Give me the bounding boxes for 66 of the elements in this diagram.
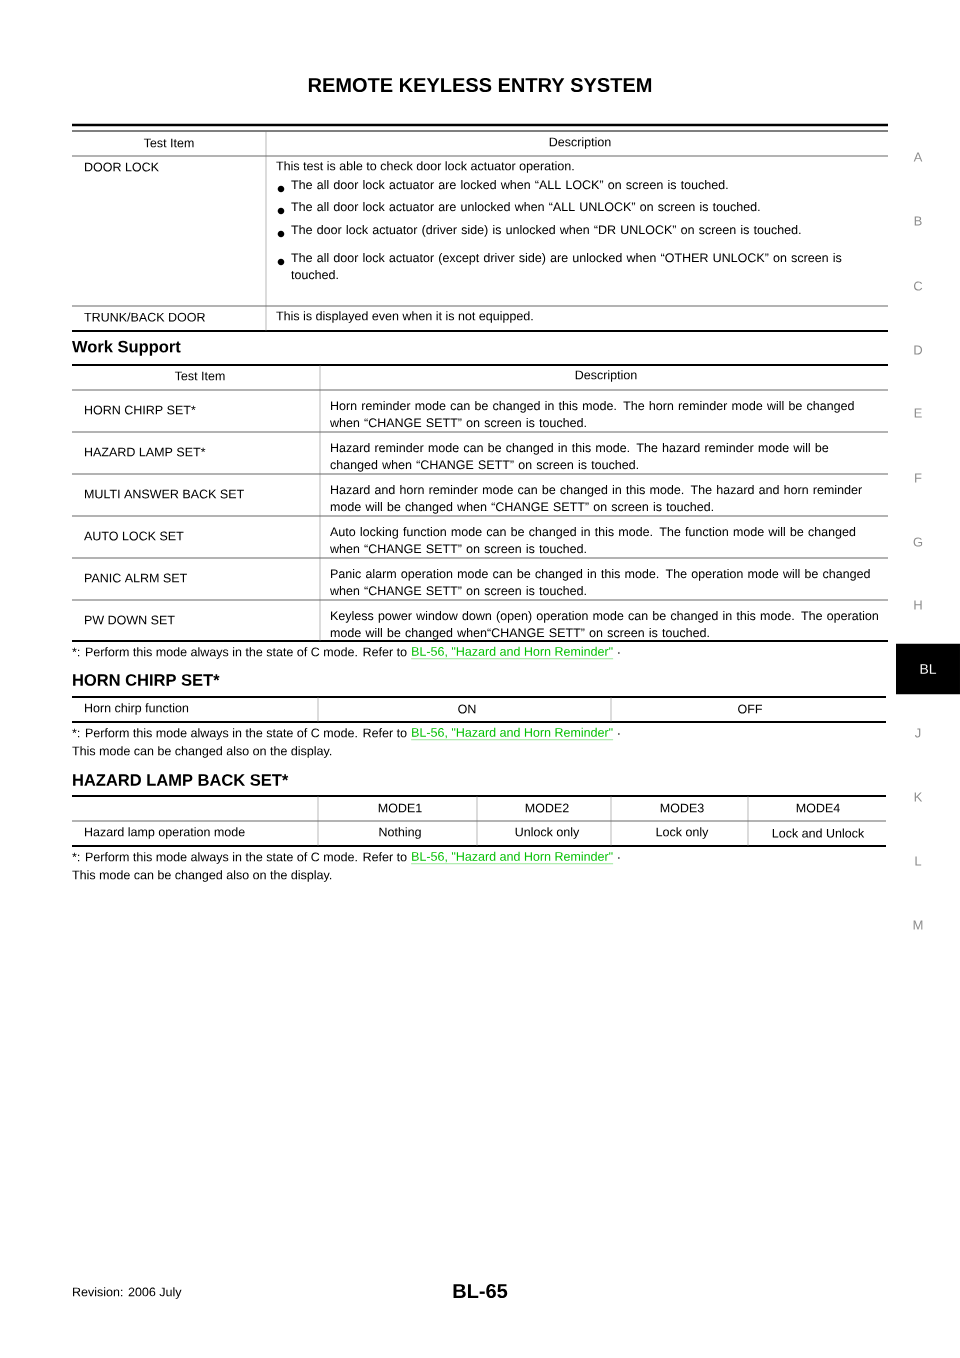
table-cell: MULTI ANSWER BACK SET <box>85 489 244 499</box>
column-header: MODE1 <box>378 803 422 813</box>
column-header: Test Item <box>174 371 225 381</box>
side-tab-letter: B <box>914 216 922 226</box>
table-cell: Horn reminder mode can be changed in this mode. The horn reminder mode will be changed when “CHANGE SETT” on screen is touched. <box>330 401 854 428</box>
side-tab-letter: C <box>913 281 923 291</box>
side-tab-letter: A <box>913 152 923 162</box>
side-tab-letter: H <box>914 600 922 610</box>
table-cell: The all door lock actuator are locked when “ALL LOCK” on screen is touched. <box>291 180 728 190</box>
link: BL-56, "Hazard and Horn Reminder" <box>410 646 614 659</box>
table-cell: Hazard lamp operation mode <box>85 827 245 839</box>
table-cell: HORN CHIRP SET* <box>85 405 196 415</box>
table-cell: The door lock actuator (driver side) is unlocked when “DR UNLOCK” on screen is touched. <box>291 225 801 237</box>
footnote: *: Perform this mode always in the state of C mode. Refer to <box>72 647 407 659</box>
side-tab: BL <box>896 643 960 695</box>
side-tab-letter: M <box>913 920 923 930</box>
table-cell: This is displayed even when it is not equipped. <box>276 311 533 323</box>
table-cell: This test is able to check door lock actuator operation. <box>276 161 574 173</box>
table-cell: ON <box>458 704 476 714</box>
side-tab-letter: F <box>915 473 922 483</box>
column-header: MODE4 <box>796 803 840 813</box>
column-header: MODE2 <box>525 803 569 813</box>
table-cell: DOOR LOCK <box>85 162 159 172</box>
table-cell: Nothing <box>379 827 421 839</box>
footnote: *: Perform this mode always in the state of C mode. Refer to <box>72 728 407 740</box>
link: BL-56, "Hazard and Horn Reminder" <box>410 727 614 740</box>
note-text: This mode can be changed also on the display. <box>72 746 332 758</box>
section-heading: HORN CHIRP SET* <box>73 674 220 686</box>
note-text: This mode can be changed also on the display. <box>72 870 332 882</box>
side-tab-letter: G <box>913 537 923 547</box>
table-cell: OFF <box>738 704 762 714</box>
side-tab-letter: J <box>914 728 921 738</box>
section-heading: HAZARD LAMP BACK SET* <box>73 774 289 786</box>
table-cell: PANIC ALRM SET <box>85 573 187 583</box>
side-tab-letter: L <box>915 856 922 866</box>
table-cell: The all door lock actuator (except driver side) are unlocked when “OTHER UNLOCK” on screen is touched. <box>291 253 842 280</box>
page-title: REMOTE KEYLESS ENTRY SYSTEM <box>308 77 652 93</box>
column-header: Description <box>549 137 611 149</box>
footnote: . <box>618 857 620 859</box>
side-tab-letter: K <box>914 792 923 802</box>
table-cell: Lock and Unlock <box>772 828 865 838</box>
column-header: MODE3 <box>660 803 704 813</box>
footnote: . <box>618 733 620 735</box>
table-cell: Hazard reminder mode can be changed in this mode. The hazard reminder mode will be changed when “CHANGE SETT” on screen is touched. <box>330 443 829 472</box>
table-cell: Horn chirp function <box>85 703 189 715</box>
revision-note: Revision: 2006 July <box>73 1287 182 1299</box>
table-cell: Unlock only <box>515 827 580 839</box>
table-cell: The all door lock actuator are unlocked when “ALL UNLOCK” on screen is touched. <box>291 202 760 212</box>
table-cell: HAZARD LAMP SET* <box>85 447 206 457</box>
table-cell: TRUNK/BACK DOOR <box>84 312 205 322</box>
table-cell: Keyless power window down (open) operation mode can be changed in this mode. The operation mode will be changed when“CHANGE SETT” on screen is touched. <box>330 611 878 640</box>
footnote: . <box>618 652 620 654</box>
table-cell: Hazard and horn reminder mode can be changed in this mode. The hazard and horn reminder mode will be changed when “CHANGE SETT” on screen is touched. <box>330 485 862 514</box>
table-cell: Auto locking function mode can be changed in this mode. The function mode will be changed when “CHANGE SETT” on screen is touched. <box>330 527 856 554</box>
table-cell: AUTO LOCK SET <box>84 531 184 541</box>
footnote: *: Perform this mode always in the state of C mode. Refer to <box>72 852 407 864</box>
side-tab-letter: E <box>914 408 922 418</box>
table-cell: Panic alarm operation mode can be changed in this mode. The operation mode will be changed when “CHANGE SETT” on screen is touched. <box>330 569 870 596</box>
section-heading: Work Support <box>72 340 181 356</box>
table-cell: PW DOWN SET <box>85 615 175 625</box>
table-cell: Lock only <box>656 827 709 839</box>
column-header: Test Item <box>143 138 194 148</box>
page-number: BL-65 <box>453 1283 508 1299</box>
side-tab-letter: D <box>914 345 923 355</box>
link: BL-56, "Hazard and Horn Reminder" <box>410 851 614 864</box>
column-header: Description <box>575 370 637 382</box>
